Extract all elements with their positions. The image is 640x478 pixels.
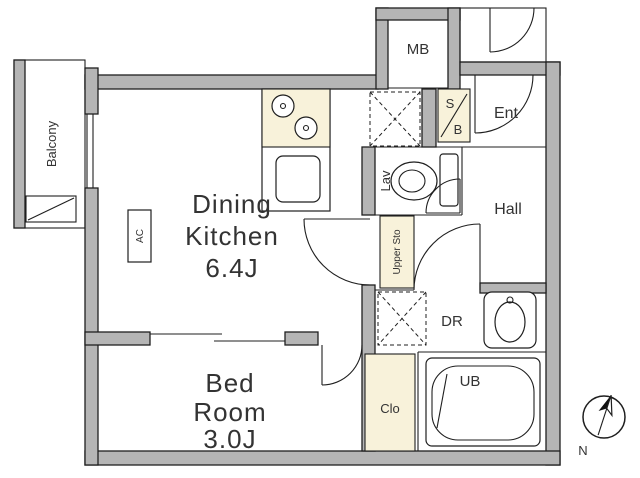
north-label: N [578, 443, 587, 458]
balcony-window [86, 114, 94, 188]
dashed-box [369, 91, 421, 147]
burner-icon [271, 94, 295, 118]
closet: Clo [364, 353, 416, 452]
shoe-box-slash [440, 93, 468, 138]
compass: N [578, 394, 626, 458]
needle-light-half [606, 394, 613, 418]
shoe-box-label-bottom: B [454, 122, 463, 137]
kitchen-unit [261, 88, 331, 212]
washbasin-bowl [494, 301, 526, 343]
lavatory: Lav [375, 146, 463, 216]
upper-sto-label: Upper Sto [392, 229, 403, 274]
burner-center-icon [302, 124, 310, 132]
upper-storage: Upper Sto [379, 215, 415, 289]
shoe-box: S B [437, 88, 471, 143]
bath-floor [425, 357, 541, 447]
wall-segment [361, 146, 376, 216]
sliding-partition [150, 333, 285, 342]
lav-label: Lav [378, 170, 393, 191]
balcony-area: Balcony [13, 59, 86, 229]
room-area: 6.4J [205, 253, 258, 283]
ub-label: UB [460, 373, 481, 390]
door-swing-arc [489, 7, 535, 53]
hall: Hall [375, 201, 522, 291]
compass-circle [582, 395, 626, 439]
meter-box: MB [388, 41, 448, 89]
mb-label: MB [407, 41, 430, 58]
wall-segment [459, 61, 561, 76]
dining-kitchen-label: Dining Kitchen 6.4J [185, 189, 279, 283]
door-swing-arc [321, 344, 363, 386]
closet-cabinet [364, 353, 416, 452]
wall-segment [545, 61, 561, 466]
toilet-bowl [390, 161, 438, 201]
ac-unit: AC [127, 209, 152, 263]
room-name-line: Kitchen [185, 221, 279, 251]
exterior-door-frame [459, 7, 547, 63]
bathtub-slope-line [436, 373, 448, 429]
wall-segment [13, 59, 26, 229]
burner-center-icon [279, 102, 287, 110]
wall-segment [84, 74, 379, 90]
sink [275, 155, 321, 203]
stove-top [261, 88, 331, 148]
room-name-line: Dining [192, 189, 272, 219]
bed-room-label: Bed Room 3.0J [193, 368, 266, 454]
door-swing-arc [413, 223, 481, 291]
room-name-line: Room [193, 397, 266, 427]
room-area: 3.0J [203, 424, 256, 454]
clo-label: Clo [380, 401, 400, 416]
hall-label: Hall [494, 201, 522, 218]
faucet-icon [506, 296, 514, 304]
dressing-room: DR [377, 291, 537, 349]
wall-segment [284, 331, 319, 346]
exterior-door [459, 7, 547, 63]
burner-icon [294, 116, 318, 140]
ac-box [127, 209, 152, 263]
dashed-cross [377, 291, 427, 346]
wall-segment [84, 67, 99, 115]
bathtub [431, 365, 535, 441]
wall-segment [421, 88, 437, 148]
toilet-bowl-inner [398, 169, 426, 193]
ac-label: AC [135, 229, 146, 243]
door-swing-arc [474, 74, 534, 134]
upper-storage-cabinet [379, 215, 415, 289]
balcony-partition-slash [27, 197, 75, 221]
room-name-line: Bed [205, 368, 254, 398]
needle-dark-half [598, 395, 612, 412]
compass-needle-icon [597, 394, 613, 436]
door-swing-arc [425, 178, 461, 214]
dashed-cross [369, 91, 421, 147]
wall-segment [84, 187, 99, 466]
toilet-tank [439, 153, 459, 207]
dr-door [413, 223, 481, 291]
washer-space-dashed-box [377, 291, 427, 346]
bedroom-door [321, 344, 363, 386]
wall-segment [447, 7, 461, 90]
wall-segment [84, 450, 561, 466]
shoe-box-label-top: S [446, 96, 455, 111]
ent-label: Ent [494, 105, 519, 122]
balcony-label: Balcony [44, 120, 59, 167]
unit-bath: UB [417, 351, 546, 451]
door-swing-arc [303, 218, 371, 286]
dk-door [303, 218, 371, 286]
entrance: Ent [462, 74, 546, 148]
dr-label: DR [441, 313, 463, 330]
refrigerator-space [369, 91, 421, 147]
wall-segment [84, 331, 151, 346]
